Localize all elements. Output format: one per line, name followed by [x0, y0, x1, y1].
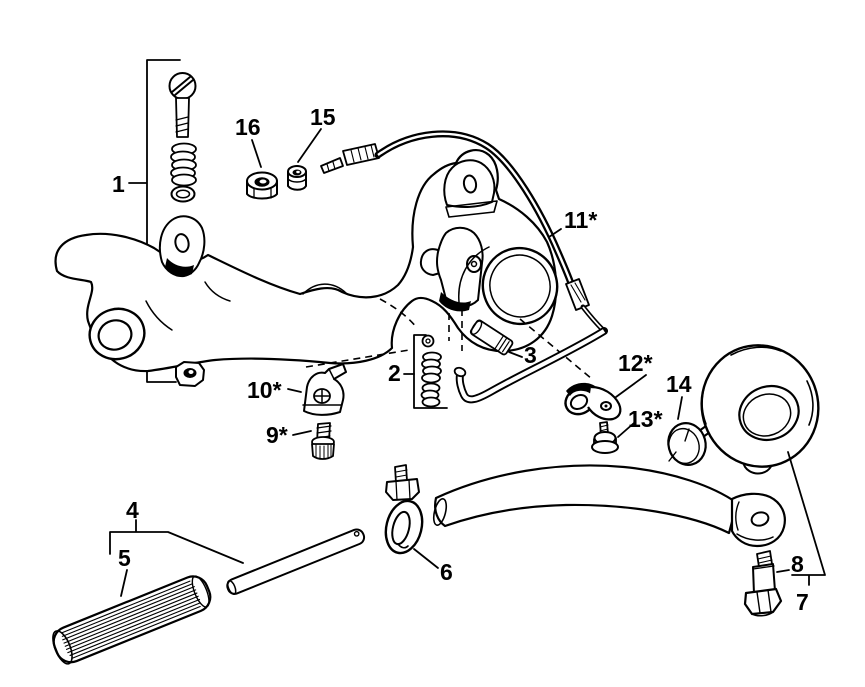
spring	[170, 142, 197, 187]
part-label-16: 16	[235, 114, 261, 140]
cap-screw	[168, 72, 197, 138]
hub-boss	[88, 307, 146, 361]
part-label-1: 1	[112, 171, 125, 197]
part-label-13: 13*	[628, 406, 663, 432]
callouts: 1 2 3 4 5 6 7 8 9* 10* 11* 12* 13* 14 15…	[109, 104, 826, 615]
curved-arm	[432, 464, 786, 548]
leader-14	[677, 396, 683, 420]
leader-11	[548, 228, 562, 238]
part-label-4: 4	[126, 497, 139, 523]
part-label-8: 8	[791, 551, 804, 577]
leader-12	[615, 374, 647, 398]
clamp-screw	[591, 421, 619, 454]
part-label-14: 14	[666, 371, 692, 397]
part-label-5: 5	[118, 545, 131, 571]
leader-6	[413, 548, 439, 569]
leader-9	[292, 430, 312, 436]
hex-nut-lower	[175, 361, 205, 387]
leader-15	[297, 128, 322, 163]
detent-spring-set	[420, 334, 442, 408]
main-carriage-body	[54, 149, 559, 373]
handle-grip	[52, 575, 212, 665]
part-label-15: 15	[310, 104, 336, 130]
cable-clamp	[564, 382, 622, 421]
roller	[700, 344, 820, 475]
clamp-bracket	[302, 363, 347, 416]
lock-nut-16	[246, 171, 278, 200]
leader-16	[251, 139, 262, 168]
collar-nut-15	[287, 165, 307, 191]
part-label-12: 12*	[618, 350, 653, 376]
part-label-11: 11*	[564, 207, 597, 233]
leader-8	[776, 569, 790, 573]
eye-bolt	[384, 464, 424, 555]
part-label-3: 3	[524, 342, 537, 368]
part-label-6: 6	[440, 559, 453, 585]
callout-bracket-4	[109, 519, 244, 564]
bore-opening	[458, 246, 559, 326]
o-ring	[170, 185, 196, 203]
cable-assembly	[320, 130, 608, 404]
thumb-screw	[311, 422, 335, 460]
dashed-leaders	[305, 298, 593, 380]
callout-bracket-1	[128, 59, 181, 383]
pivot-lug	[419, 226, 484, 312]
part-label-10: 10*	[247, 377, 282, 403]
part-label-2: 2	[388, 360, 401, 386]
left-lug	[158, 215, 206, 278]
handle-rod	[226, 528, 366, 596]
leader-5	[120, 569, 128, 597]
leader-10	[287, 388, 302, 393]
part-label-7: 7	[796, 589, 809, 615]
leader-13	[617, 422, 635, 438]
stop-bolt	[743, 550, 783, 617]
callout-bracket-7	[787, 451, 826, 586]
top-lug	[443, 159, 498, 218]
leader-3	[508, 351, 523, 358]
callout-bracket-2	[413, 334, 448, 409]
roll-pin	[469, 319, 514, 356]
part-label-9: 9*	[266, 422, 288, 448]
